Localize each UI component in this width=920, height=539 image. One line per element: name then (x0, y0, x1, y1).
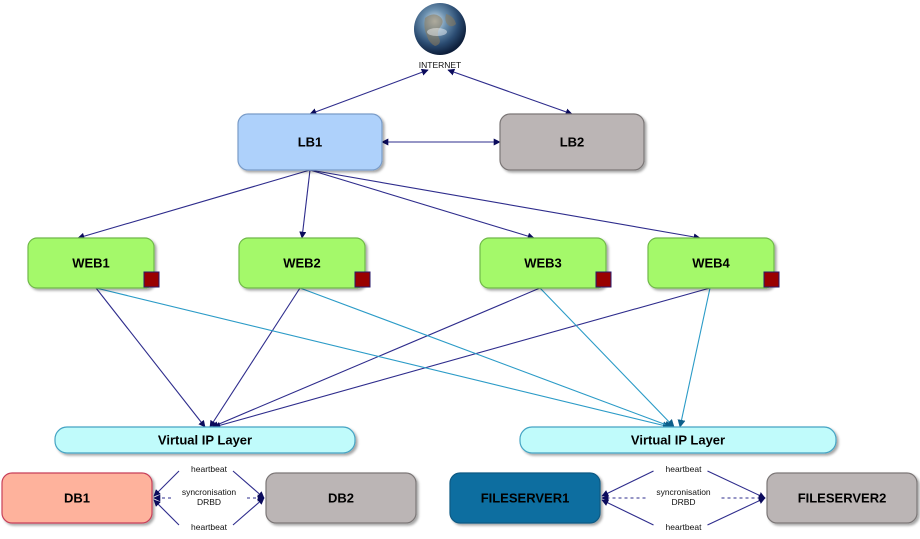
node-web3[interactable]: WEB3 (479, 237, 612, 289)
node-label: FILESERVER1 (481, 491, 570, 506)
node-web4[interactable]: WEB4 (647, 237, 780, 289)
heartbeat-bottom-right (232, 497, 265, 526)
status-marker-icon (595, 271, 612, 288)
status-marker-icon (143, 271, 160, 288)
heartbeat-label-bottom: heartbeat (191, 522, 228, 532)
edge-web3-to-vip1 (211, 287, 541, 428)
heartbeat-bottom-right (707, 497, 766, 526)
sync-label: syncronisation (656, 487, 711, 497)
node-lb1[interactable]: LB1 (237, 113, 383, 171)
node-box (54, 426, 356, 454)
edge-web2-to-vip2 (299, 287, 673, 429)
node-fs2[interactable]: FILESERVER2 (766, 472, 918, 524)
node-label: FILESERVER2 (798, 491, 887, 506)
edge-lb1-to-web2 (299, 169, 311, 239)
sync-label: syncronisation (182, 487, 237, 497)
status-marker-icon (763, 271, 780, 288)
node-box (1, 472, 153, 524)
edge-internet-to-lb2 (447, 68, 573, 116)
internet-node[interactable]: INTERNET (414, 3, 466, 70)
heartbeat-top-left (153, 470, 180, 497)
node-db1[interactable]: DB1 (1, 472, 153, 524)
node-label: LB2 (560, 135, 585, 150)
edge-web4-to-vip2 (677, 287, 711, 428)
node-label: WEB2 (283, 256, 321, 271)
globe-clouds (427, 28, 447, 36)
node-label: WEB3 (524, 256, 562, 271)
heartbeat-bottom-left (153, 499, 180, 526)
node-web1[interactable]: WEB1 (27, 237, 160, 289)
node-db2[interactable]: DB2 (265, 472, 417, 524)
heartbeat-top-left (601, 470, 654, 497)
node-box (265, 472, 417, 524)
edge-web1-to-vip2 (95, 287, 671, 430)
edge-web1-to-vip1 (95, 287, 206, 428)
replication-layer: heartbeatsyncronisationDRBDheartbeathear… (153, 464, 766, 532)
heartbeat-label-top: heartbeat (666, 464, 703, 474)
node-box (27, 237, 155, 289)
node-label: DB1 (64, 491, 90, 506)
edge-lb1-to-web4 (309, 169, 701, 241)
node-lb2[interactable]: LB2 (499, 113, 645, 171)
node-box (499, 113, 645, 171)
node-vip1[interactable]: Virtual IP Layer (54, 426, 356, 454)
node-label: WEB4 (692, 256, 730, 271)
internet-label: INTERNET (419, 60, 462, 70)
node-label: Virtual IP Layer (631, 433, 725, 448)
drbd-label: DRBD (671, 497, 695, 507)
node-label: DB2 (328, 491, 354, 506)
edge-web2-to-vip1 (209, 287, 301, 428)
heartbeat-label-top: heartbeat (191, 464, 228, 474)
node-label: Virtual IP Layer (158, 433, 252, 448)
node-box (449, 472, 601, 524)
node-box (479, 237, 607, 289)
globe-landmass (424, 14, 456, 46)
node-label: WEB1 (72, 256, 110, 271)
drbd-label: DRBD (197, 497, 221, 507)
node-box (237, 113, 383, 171)
node-fs1[interactable]: FILESERVER1 (449, 472, 601, 524)
heartbeat-top-right (232, 470, 265, 499)
edge-web3-to-vip2 (539, 287, 675, 428)
edges-layer (77, 68, 711, 430)
node-box (766, 472, 918, 524)
edge-internet-to-lb1 (309, 68, 429, 116)
globe-icon (414, 3, 466, 55)
node-web2[interactable]: WEB2 (238, 237, 371, 289)
node-box (238, 237, 366, 289)
heartbeat-label-bottom: heartbeat (666, 522, 703, 532)
edge-web4-to-vip1 (213, 287, 711, 429)
node-label: LB1 (298, 135, 323, 150)
heartbeat-top-right (707, 470, 766, 499)
heartbeat-bottom-left (601, 499, 654, 526)
node-box (519, 426, 837, 454)
node-vip2[interactable]: Virtual IP Layer (519, 426, 837, 454)
edge-lb1-to-web1 (77, 169, 311, 240)
status-marker-icon (354, 271, 371, 288)
edge-lb1-to-web3 (309, 169, 535, 240)
node-box (647, 237, 775, 289)
